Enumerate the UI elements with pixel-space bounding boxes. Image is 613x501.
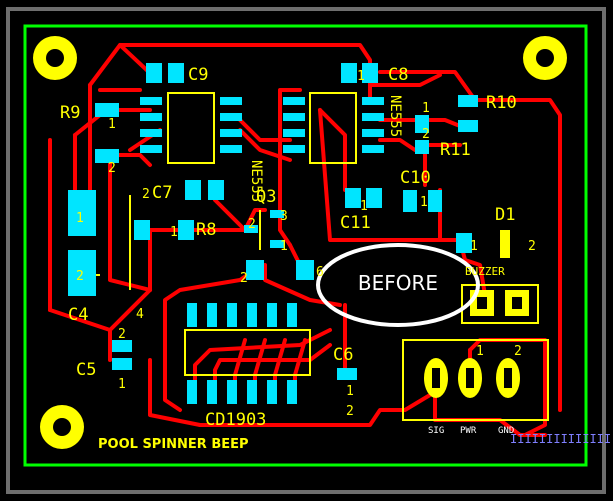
svg-text:2: 2 xyxy=(76,269,84,284)
label-r11: R11 xyxy=(440,140,471,160)
svg-text:1: 1 xyxy=(420,195,428,210)
svg-text:1: 1 xyxy=(170,225,178,240)
label-d1: D1 xyxy=(495,205,515,225)
connector-pads xyxy=(424,358,520,398)
label-c6: C6 xyxy=(333,345,353,365)
svg-text:3: 3 xyxy=(280,209,288,224)
label-c11: C11 xyxy=(340,213,371,233)
svg-text:1: 1 xyxy=(470,239,478,254)
svg-text:1: 1 xyxy=(280,239,288,254)
pads xyxy=(68,63,510,404)
component-labels: C9 R9 C7 R8 Q3 C8 R10 R11 C10 C11 D1 C4 … xyxy=(60,65,517,430)
svg-text:1: 1 xyxy=(108,117,116,132)
label-c7: C7 xyxy=(152,183,172,203)
svg-text:4: 4 xyxy=(136,307,144,322)
svg-text:6: 6 xyxy=(316,265,324,280)
svg-text:1: 1 xyxy=(422,101,430,116)
svg-text:2: 2 xyxy=(422,127,430,142)
svg-text:1: 1 xyxy=(357,69,365,84)
label-sig: SIG xyxy=(428,426,444,436)
label-ne555-left: NE555 xyxy=(248,160,264,202)
bottom-right-text: IIIIIIIIIIIIII xyxy=(510,432,611,446)
svg-text:2: 2 xyxy=(240,271,248,286)
svg-text:2: 2 xyxy=(514,344,522,359)
label-q3: Q3 xyxy=(256,187,276,207)
board-title: POOL SPINNER BEEP xyxy=(98,437,249,452)
svg-text:2: 2 xyxy=(118,327,126,342)
before-annotation xyxy=(316,243,480,327)
svg-text:1: 1 xyxy=(346,384,354,399)
svg-text:2: 2 xyxy=(248,217,256,232)
before-label: BEFORE xyxy=(358,271,438,295)
label-ne555-right: NE555 xyxy=(387,95,403,137)
svg-text:1: 1 xyxy=(360,199,368,214)
mounting-holes xyxy=(33,36,567,449)
label-c10: C10 xyxy=(400,168,431,188)
svg-text:1: 1 xyxy=(476,344,484,359)
label-pwr: PWR xyxy=(460,426,477,436)
pin-numbers: 1 2 2 1 1 2 2 1 1 1 2 1 1 1 2 3 2 1 2 6 … xyxy=(76,69,536,419)
label-cd1903: CD1903 xyxy=(205,410,266,430)
svg-text:2: 2 xyxy=(142,187,150,202)
label-r10: R10 xyxy=(486,93,517,113)
label-c9: C9 xyxy=(188,65,208,85)
svg-text:1: 1 xyxy=(76,211,84,226)
connector-labels: SIG PWR GND xyxy=(428,426,514,436)
svg-text:1: 1 xyxy=(118,377,126,392)
svg-text:2: 2 xyxy=(346,404,354,419)
label-c4: C4 xyxy=(68,305,88,325)
outer-frame xyxy=(6,7,606,494)
silkscreen xyxy=(72,92,549,421)
board-outline xyxy=(23,24,588,467)
svg-text:2: 2 xyxy=(528,239,536,254)
label-gnd: GND xyxy=(498,426,514,436)
label-c8: C8 xyxy=(388,65,408,85)
buzzer-pads xyxy=(470,290,529,316)
label-r8: R8 xyxy=(196,220,216,240)
label-buzzer: BUZZER xyxy=(465,265,505,278)
svg-text:2: 2 xyxy=(108,161,116,176)
label-c5: C5 xyxy=(76,360,96,380)
label-r9: R9 xyxy=(60,103,80,123)
